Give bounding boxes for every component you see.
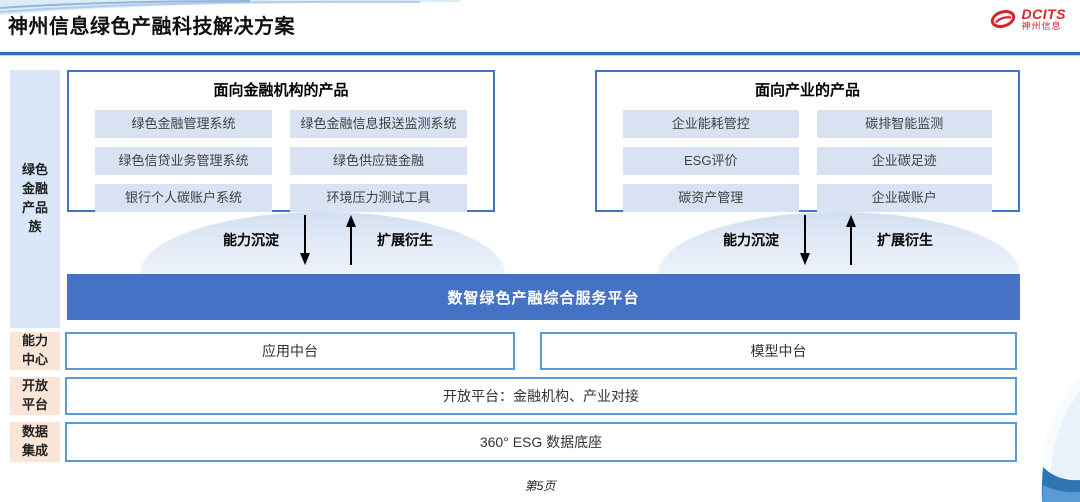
- header-divider-light: [0, 55, 1080, 56]
- page-title: 神州信息绿色产融科技解决方案: [8, 16, 295, 38]
- product-grid: 企业能耗管控 碳排智能监测 ESG评价 企业碳足迹 碳资产管理 企业碳账户: [597, 100, 1018, 212]
- arrow-group-right: 能力沉淀 扩展衍生: [698, 213, 958, 267]
- sidebar-label-product-family: 绿色金融产品族: [10, 70, 60, 328]
- product-item: 环境压力测试工具: [290, 184, 467, 212]
- application-middle-platform-box: 应用中台: [65, 332, 515, 370]
- open-platform-box: 开放平台：金融机构、产业对接: [65, 377, 1017, 415]
- brand-logo: DCITS 神州信息: [988, 6, 1067, 32]
- esg-data-base-box: 360° ESG 数据底座: [65, 422, 1017, 462]
- product-item: 绿色金融信息报送监测系统: [290, 110, 467, 138]
- product-item: 绿色信贷业务管理系统: [95, 147, 272, 175]
- dcits-swoosh-icon: [990, 10, 1015, 28]
- product-item: 企业碳足迹: [816, 147, 992, 175]
- down-arrow-icon: [800, 215, 810, 265]
- product-grid: 绿色金融管理系统 绿色金融信息报送监测系统 绿色信贷业务管理系统 绿色供应链金融…: [69, 100, 493, 212]
- product-item: 银行个人碳账户系统: [95, 184, 272, 212]
- industry-products-panel: 面向产业的产品 企业能耗管控 碳排智能监测 ESG评价 企业碳足迹 碳资产管理 …: [595, 70, 1020, 212]
- brand-name: DCITS: [1021, 5, 1066, 22]
- panel-title: 面向产业的产品: [754, 82, 860, 99]
- arrow-group-left: 能力沉淀 扩展衍生: [198, 213, 458, 267]
- sidebar-label-open-platform: 开放平台: [10, 377, 60, 415]
- panel-title: 面向金融机构的产品: [213, 82, 349, 99]
- sidebar-label-text: 开放平台: [21, 378, 48, 412]
- sidebar-label-data-integration: 数据集成: [10, 422, 60, 462]
- product-item: 企业碳账户: [816, 184, 992, 212]
- expand-derive-label: 扩展衍生: [877, 232, 933, 248]
- corner-swoosh-decoration: [1041, 377, 1080, 502]
- sidebar-label-text: 数据集成: [21, 424, 48, 458]
- sidebar-label-text: 能力中心: [21, 333, 48, 367]
- financial-products-panel: 面向金融机构的产品 绿色金融管理系统 绿色金融信息报送监测系统 绿色信贷业务管理…: [67, 70, 495, 212]
- model-middle-platform-box: 模型中台: [540, 332, 1017, 370]
- product-item: 碳排智能监测: [816, 110, 992, 138]
- brand-name-cn: 神州信息: [1021, 20, 1062, 31]
- product-item: ESG评价: [623, 147, 799, 175]
- header-divider: [0, 52, 1080, 55]
- page-number: 第5页: [524, 479, 556, 493]
- sidebar-label-capability-center: 能力中心: [10, 332, 60, 370]
- product-item: 绿色供应链金融: [290, 147, 467, 175]
- capability-deposit-label: 能力沉淀: [223, 232, 279, 248]
- product-item: 企业能耗管控: [623, 110, 799, 138]
- top-swoosh-decoration: [0, 0, 460, 15]
- down-arrow-icon: [300, 215, 310, 265]
- up-arrow-icon: [346, 215, 356, 265]
- expand-derive-label: 扩展衍生: [377, 232, 433, 248]
- sidebar-label-text: 绿色金融产品族: [21, 162, 48, 234]
- platform-bar: 数智绿色产融综合服务平台: [67, 274, 1020, 320]
- up-arrow-icon: [846, 215, 856, 265]
- product-item: 碳资产管理: [623, 184, 799, 212]
- product-item: 绿色金融管理系统: [95, 110, 272, 138]
- capability-deposit-label: 能力沉淀: [723, 232, 779, 248]
